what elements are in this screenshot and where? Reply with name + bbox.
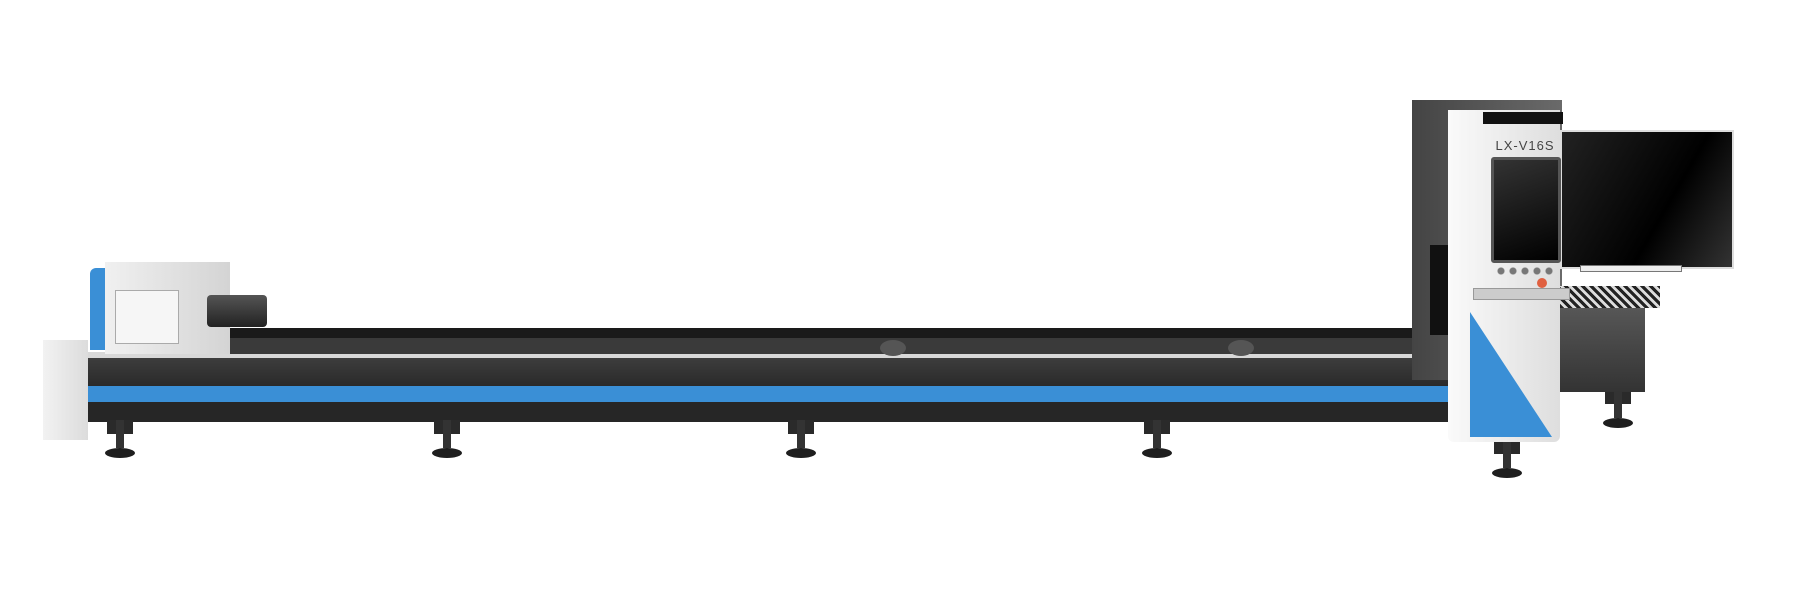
bed-blue-stripe: [83, 386, 1463, 402]
bed-top-rail: [230, 328, 1460, 340]
model-label: LX-V16S: [1495, 138, 1555, 153]
bed-body: [83, 358, 1463, 386]
support-roller: [1228, 340, 1254, 356]
leg: [786, 420, 816, 460]
leg: [105, 420, 135, 460]
emergency-stop-button[interactable]: [1537, 278, 1547, 288]
leg: [1492, 440, 1522, 480]
keyboard-tray[interactable]: [1473, 288, 1570, 300]
rear-cabinet: [1550, 300, 1645, 392]
leg: [1142, 420, 1172, 460]
control-screen: [1491, 157, 1561, 263]
support-roller: [880, 340, 906, 356]
bed-inner: [230, 338, 1460, 354]
leg: [432, 420, 462, 460]
protective-hood: [1560, 130, 1734, 269]
leg: [1603, 390, 1633, 430]
chuck-door: [115, 290, 179, 344]
left-base: [43, 340, 88, 440]
vent-grille: [1560, 286, 1660, 308]
panel-top-opening: [1483, 112, 1563, 124]
control-buttons: [1495, 266, 1555, 276]
chuck-jaw: [207, 295, 267, 327]
bed-bottom: [83, 402, 1463, 422]
hood-handle: [1580, 265, 1682, 272]
bed-silver-rail: [83, 352, 1463, 358]
